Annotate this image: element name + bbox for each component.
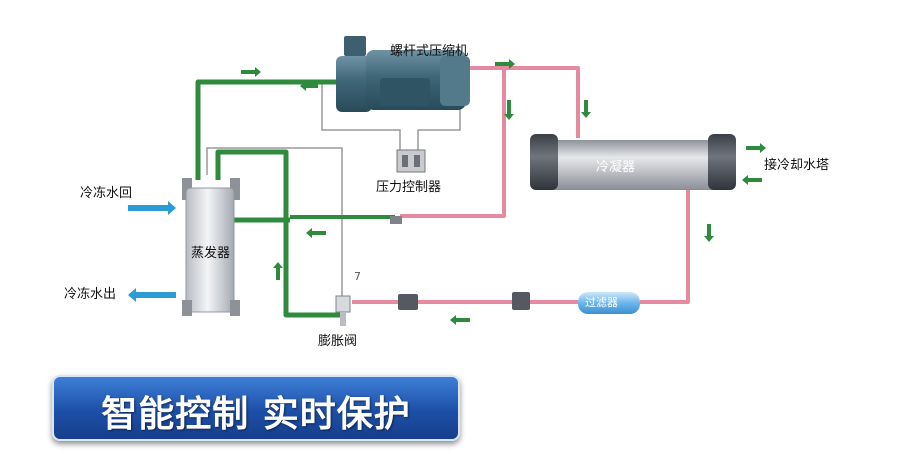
control-line-left — [321, 82, 401, 150]
arrow-left-liquid — [450, 315, 470, 325]
sensing-line — [206, 147, 343, 300]
feature-banner: 智能控制 实时保护 — [52, 375, 460, 441]
arrow-down-outlet — [704, 224, 714, 242]
arrow-right-discharge — [495, 59, 515, 69]
condenser-label: 冷凝器 — [596, 160, 636, 175]
expansion-valve-label: 膨胀阀 — [318, 334, 358, 349]
arrow-down-condenser — [581, 100, 591, 118]
pressure-controller — [396, 149, 426, 173]
chilled-water-return-label: 冷冻水回 — [80, 186, 133, 201]
condenser-outlet-pipe — [640, 188, 690, 304]
chilled-water-out-arrow — [128, 288, 176, 302]
discharge-pipe — [470, 66, 580, 138]
solenoid-valve — [390, 216, 402, 224]
arrow-up-feed — [273, 262, 283, 280]
suction-pipe — [195, 79, 340, 180]
sight-glass — [398, 294, 418, 310]
marker-label: 7 — [354, 270, 361, 283]
flow-arrows — [241, 59, 766, 325]
evaporator — [182, 178, 240, 316]
arrow-left-tower-in — [742, 175, 762, 185]
condenser — [530, 134, 736, 190]
control-lines — [206, 82, 461, 300]
arrow-right-tower-out — [746, 143, 766, 153]
pressure-controller-label: 压力控制器 — [376, 180, 442, 195]
expansion-valve — [335, 295, 351, 326]
filter-drier — [578, 292, 640, 314]
water-arrows — [128, 201, 176, 302]
arrow-down-bypass — [504, 100, 514, 120]
arrow-right-top — [241, 67, 261, 77]
shutoff-valve — [512, 292, 530, 310]
screw-compressor — [336, 36, 470, 112]
liquid-lines — [352, 66, 690, 304]
chilled-water-return-arrow — [128, 201, 176, 215]
arrow-left-suction — [300, 81, 318, 91]
evaporator-label: 蒸发器 — [191, 246, 231, 261]
chilled-water-out-label: 冷冻水出 — [64, 287, 117, 302]
filter-label: 过滤器 — [585, 296, 618, 309]
cooling-tower-label: 接冷却水塔 — [764, 158, 830, 173]
compressor-label: 螺杆式压缩机 — [390, 44, 469, 59]
evaporator-feed-pipe — [215, 149, 340, 318]
bypass-pipe — [400, 68, 506, 218]
arrow-left-return — [306, 228, 326, 238]
control-line-right — [417, 100, 461, 150]
banner-text: 智能控制 实时保护 — [101, 394, 411, 435]
